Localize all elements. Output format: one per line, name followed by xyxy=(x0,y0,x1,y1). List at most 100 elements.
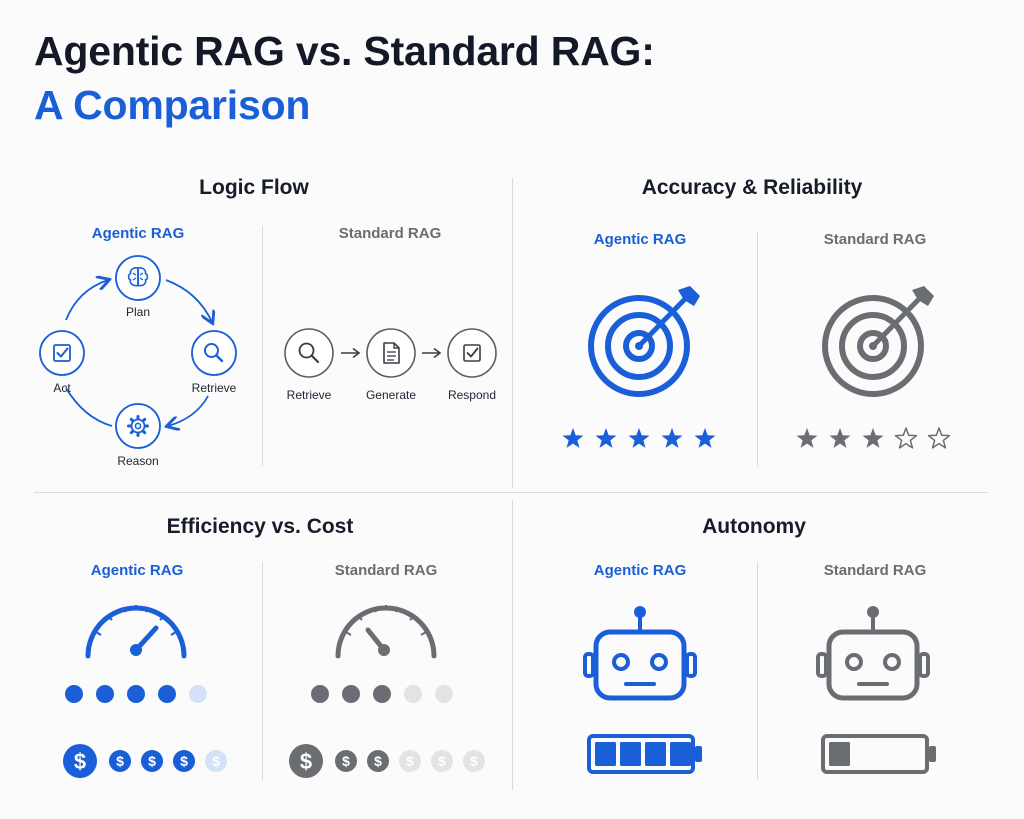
document-icon xyxy=(366,328,416,378)
logic-flow-standard-label: Standard RAG xyxy=(338,225,442,242)
target-icon xyxy=(822,286,934,397)
star-filled-icon xyxy=(862,428,884,448)
autonomy-standard-label: Standard RAG xyxy=(823,562,927,579)
autonomy-agentic-label: Agentic RAG xyxy=(593,562,687,579)
target-icon xyxy=(588,286,700,397)
robot-icon xyxy=(816,606,930,701)
agentic-step-reason: Reason xyxy=(117,454,159,468)
svg-text:$: $ xyxy=(470,753,478,769)
checkbox-icon xyxy=(447,328,497,378)
battery-level-bar xyxy=(645,742,666,766)
checkbox-icon xyxy=(39,330,85,376)
star-empty-icon xyxy=(927,427,951,449)
center-divider-bottom xyxy=(512,500,513,790)
page-title: Agentic RAG vs. Standard RAG: xyxy=(34,28,655,74)
section-title-accuracy: Accuracy & Reliability xyxy=(641,176,863,199)
dollar-coin-icon: $ xyxy=(399,750,421,772)
svg-text:$: $ xyxy=(212,753,220,769)
dollar-coin-icon: $ xyxy=(141,750,163,772)
star-filled-icon xyxy=(628,428,650,448)
logic-flow-divider xyxy=(262,226,263,466)
svg-text:$: $ xyxy=(374,753,382,769)
section-title-efficiency: Efficiency vs. Cost xyxy=(166,515,354,538)
speedometer-icon xyxy=(335,605,437,659)
dollar-coin-icon: $ xyxy=(173,750,195,772)
standard-battery-icon xyxy=(821,734,936,774)
agentic-star-rating xyxy=(562,428,716,448)
standard-step-generate: Generate xyxy=(365,388,417,402)
dollar-coin-icon: $ xyxy=(367,750,389,772)
search-icon xyxy=(191,330,237,376)
efficiency-dot xyxy=(158,685,176,703)
svg-text:$: $ xyxy=(148,753,156,769)
agentic-step-plan: Plan xyxy=(125,305,151,319)
battery-tip xyxy=(929,746,936,762)
dollar-coin-icon: $ xyxy=(63,744,97,778)
dollar-coin-icon: $ xyxy=(335,750,357,772)
efficiency-dot xyxy=(127,685,145,703)
star-filled-icon xyxy=(661,428,683,448)
dollar-coin-icon: $ xyxy=(431,750,453,772)
cycle-arrow-reason-to-act xyxy=(65,387,113,427)
battery-level-bar xyxy=(670,742,691,766)
cycle-arrow-plan-to-retrieve xyxy=(165,279,212,322)
cycle-arrow-act-to-plan xyxy=(65,280,108,321)
standard-flow-arrow-2 xyxy=(422,347,442,359)
standard-star-rating xyxy=(796,427,951,449)
dollar-coin-icon: $ xyxy=(205,750,227,772)
battery-tip xyxy=(695,746,702,762)
horizontal-divider xyxy=(34,492,988,493)
dollar-coin-icon: $ xyxy=(109,750,131,772)
standard-efficiency-dots xyxy=(311,685,453,703)
page-subtitle: A Comparison xyxy=(34,82,311,128)
autonomy-divider xyxy=(757,562,758,780)
standard-step-retrieve: Retrieve xyxy=(286,388,332,402)
center-divider-top xyxy=(512,178,513,488)
battery-level-bar xyxy=(829,742,850,766)
section-title-autonomy: Autonomy xyxy=(702,515,806,538)
efficiency-dot xyxy=(404,685,422,703)
star-filled-icon xyxy=(796,428,818,448)
agentic-cost-coins: $ $ $ $ $ xyxy=(63,744,227,778)
agentic-battery-icon xyxy=(587,734,702,774)
logic-flow-agentic-label: Agentic RAG xyxy=(91,225,185,242)
efficiency-agentic-label: Agentic RAG xyxy=(90,562,184,579)
svg-text:$: $ xyxy=(180,753,188,769)
agentic-efficiency-dots xyxy=(65,685,207,703)
battery-body xyxy=(587,734,695,774)
efficiency-dot xyxy=(311,685,329,703)
battery-level-bar xyxy=(595,742,616,766)
accuracy-standard-label: Standard RAG xyxy=(823,231,927,248)
svg-text:$: $ xyxy=(406,753,414,769)
efficiency-divider xyxy=(262,562,263,780)
star-filled-icon xyxy=(562,428,584,448)
efficiency-dot xyxy=(342,685,360,703)
standard-step-respond: Respond xyxy=(447,388,497,402)
svg-text:$: $ xyxy=(300,749,312,774)
section-title-logic-flow: Logic Flow xyxy=(199,176,309,199)
svg-text:$: $ xyxy=(438,753,446,769)
efficiency-dot xyxy=(65,685,83,703)
star-filled-icon xyxy=(595,428,617,448)
efficiency-dot xyxy=(189,685,207,703)
dollar-coin-icon: $ xyxy=(289,744,323,778)
svg-text:$: $ xyxy=(74,749,86,774)
accuracy-agentic-label: Agentic RAG xyxy=(593,231,687,248)
robot-icon xyxy=(583,606,697,701)
battery-level-bar xyxy=(620,742,641,766)
dollar-coin-icon: $ xyxy=(463,750,485,772)
accuracy-divider xyxy=(757,232,758,466)
svg-text:$: $ xyxy=(342,753,350,769)
brain-icon xyxy=(115,255,161,301)
standard-flow-arrow-1 xyxy=(341,347,361,359)
efficiency-dot xyxy=(96,685,114,703)
battery-body xyxy=(821,734,929,774)
efficiency-dot xyxy=(373,685,391,703)
efficiency-dot xyxy=(435,685,453,703)
gear-icon xyxy=(115,403,161,449)
cycle-arrow-retrieve-to-reason xyxy=(168,395,209,426)
agentic-step-act: Act xyxy=(53,381,71,395)
efficiency-standard-label: Standard RAG xyxy=(334,562,438,579)
star-filled-icon xyxy=(829,428,851,448)
